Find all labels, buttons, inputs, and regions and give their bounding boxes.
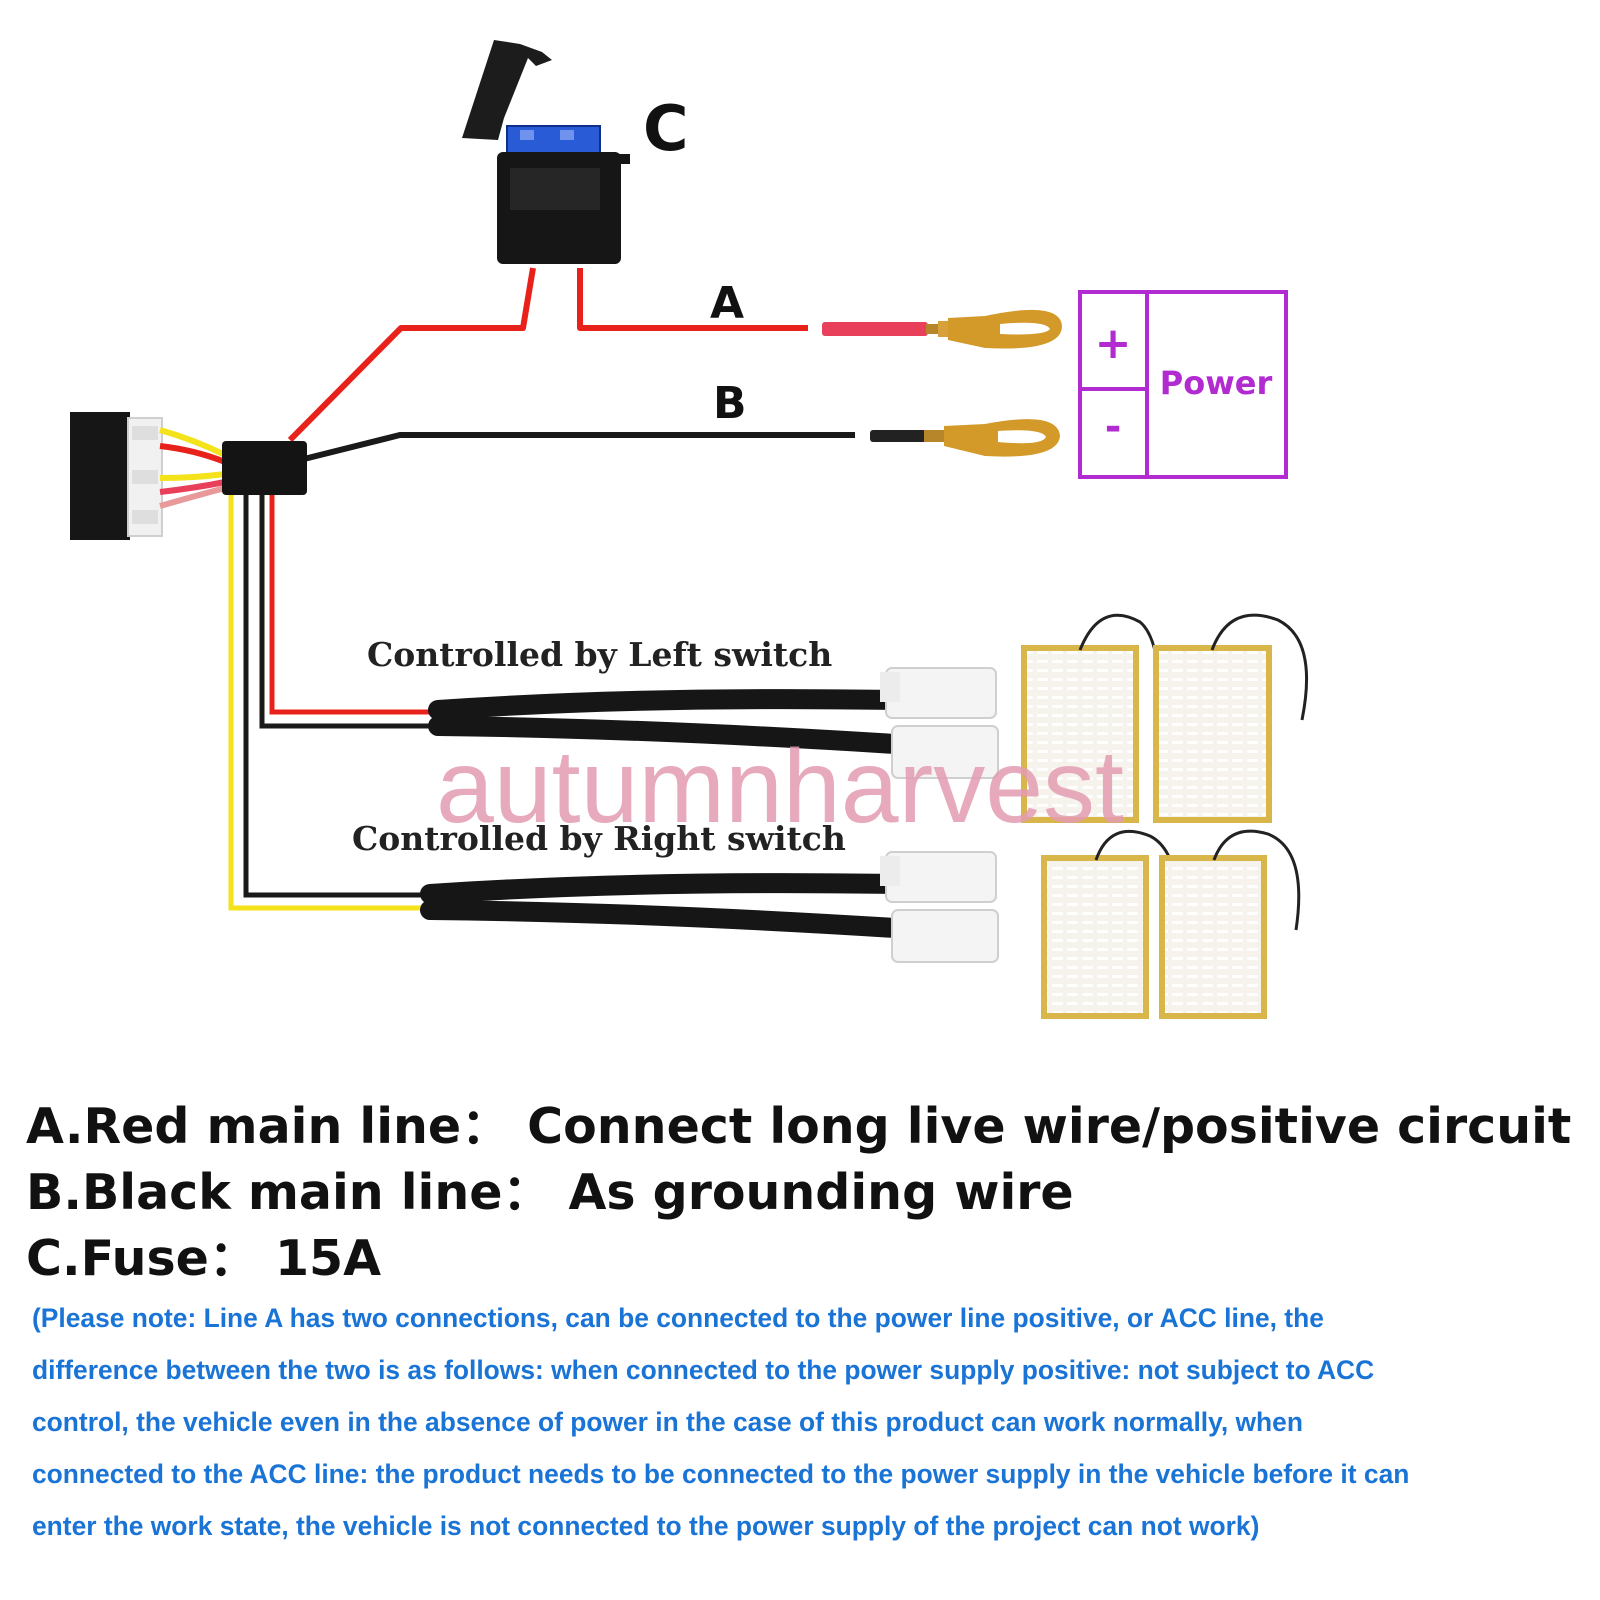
splitter-block-icon [222, 441, 307, 495]
note-line: (Please note: Line A has two connections… [32, 1303, 1324, 1333]
heating-pad-icon [1159, 829, 1301, 1019]
fuse-holder-icon [462, 40, 630, 264]
installation-note: (Please note: Line A has two connections… [32, 1292, 1577, 1552]
left-switch-cable [428, 667, 999, 779]
note-line: difference between the two is as follows… [32, 1355, 1375, 1385]
heating-pad-icon [1153, 613, 1309, 823]
legend-line-c: C.Fuse： 15A [26, 1230, 382, 1287]
note-line: connected to the ACC line: the product n… [32, 1459, 1410, 1489]
black-main-wire [299, 432, 855, 463]
heating-pad-icon [1041, 830, 1180, 1019]
watermark: autumnharvest [436, 729, 1124, 845]
power-minus-label: - [1105, 404, 1122, 450]
heating-pad-icon [1021, 613, 1162, 823]
right-switch-cable [420, 851, 999, 963]
note-line: enter the work state, the vehicle is not… [32, 1511, 1260, 1541]
note-line: control, the vehicle even in the absence… [32, 1407, 1303, 1437]
power-plus-label: + [1095, 318, 1132, 369]
left-switch-black-wire [259, 495, 434, 729]
right-switch-black-wire [243, 495, 424, 898]
right-switch-label: Controlled by Right switch [352, 819, 846, 858]
positive-terminal-icon [822, 309, 1062, 349]
negative-terminal-icon [870, 419, 1060, 457]
red-main-wire [287, 267, 808, 443]
power-source-box [1078, 290, 1288, 479]
legend-line-b: B.Black main line： As grounding wire [26, 1164, 1074, 1221]
right-switch-yellow-wire [228, 495, 424, 911]
label-b: B [713, 378, 747, 429]
left-switch-label: Controlled by Left switch [367, 635, 832, 674]
label-a: A [710, 278, 744, 329]
label-c: C [643, 92, 689, 165]
left-switch-red-wire [269, 495, 434, 715]
legend-line-a: A.Red main line： Connect long live wire/… [26, 1098, 1572, 1155]
power-label: Power [1160, 364, 1273, 402]
main-connector-icon [70, 412, 227, 540]
